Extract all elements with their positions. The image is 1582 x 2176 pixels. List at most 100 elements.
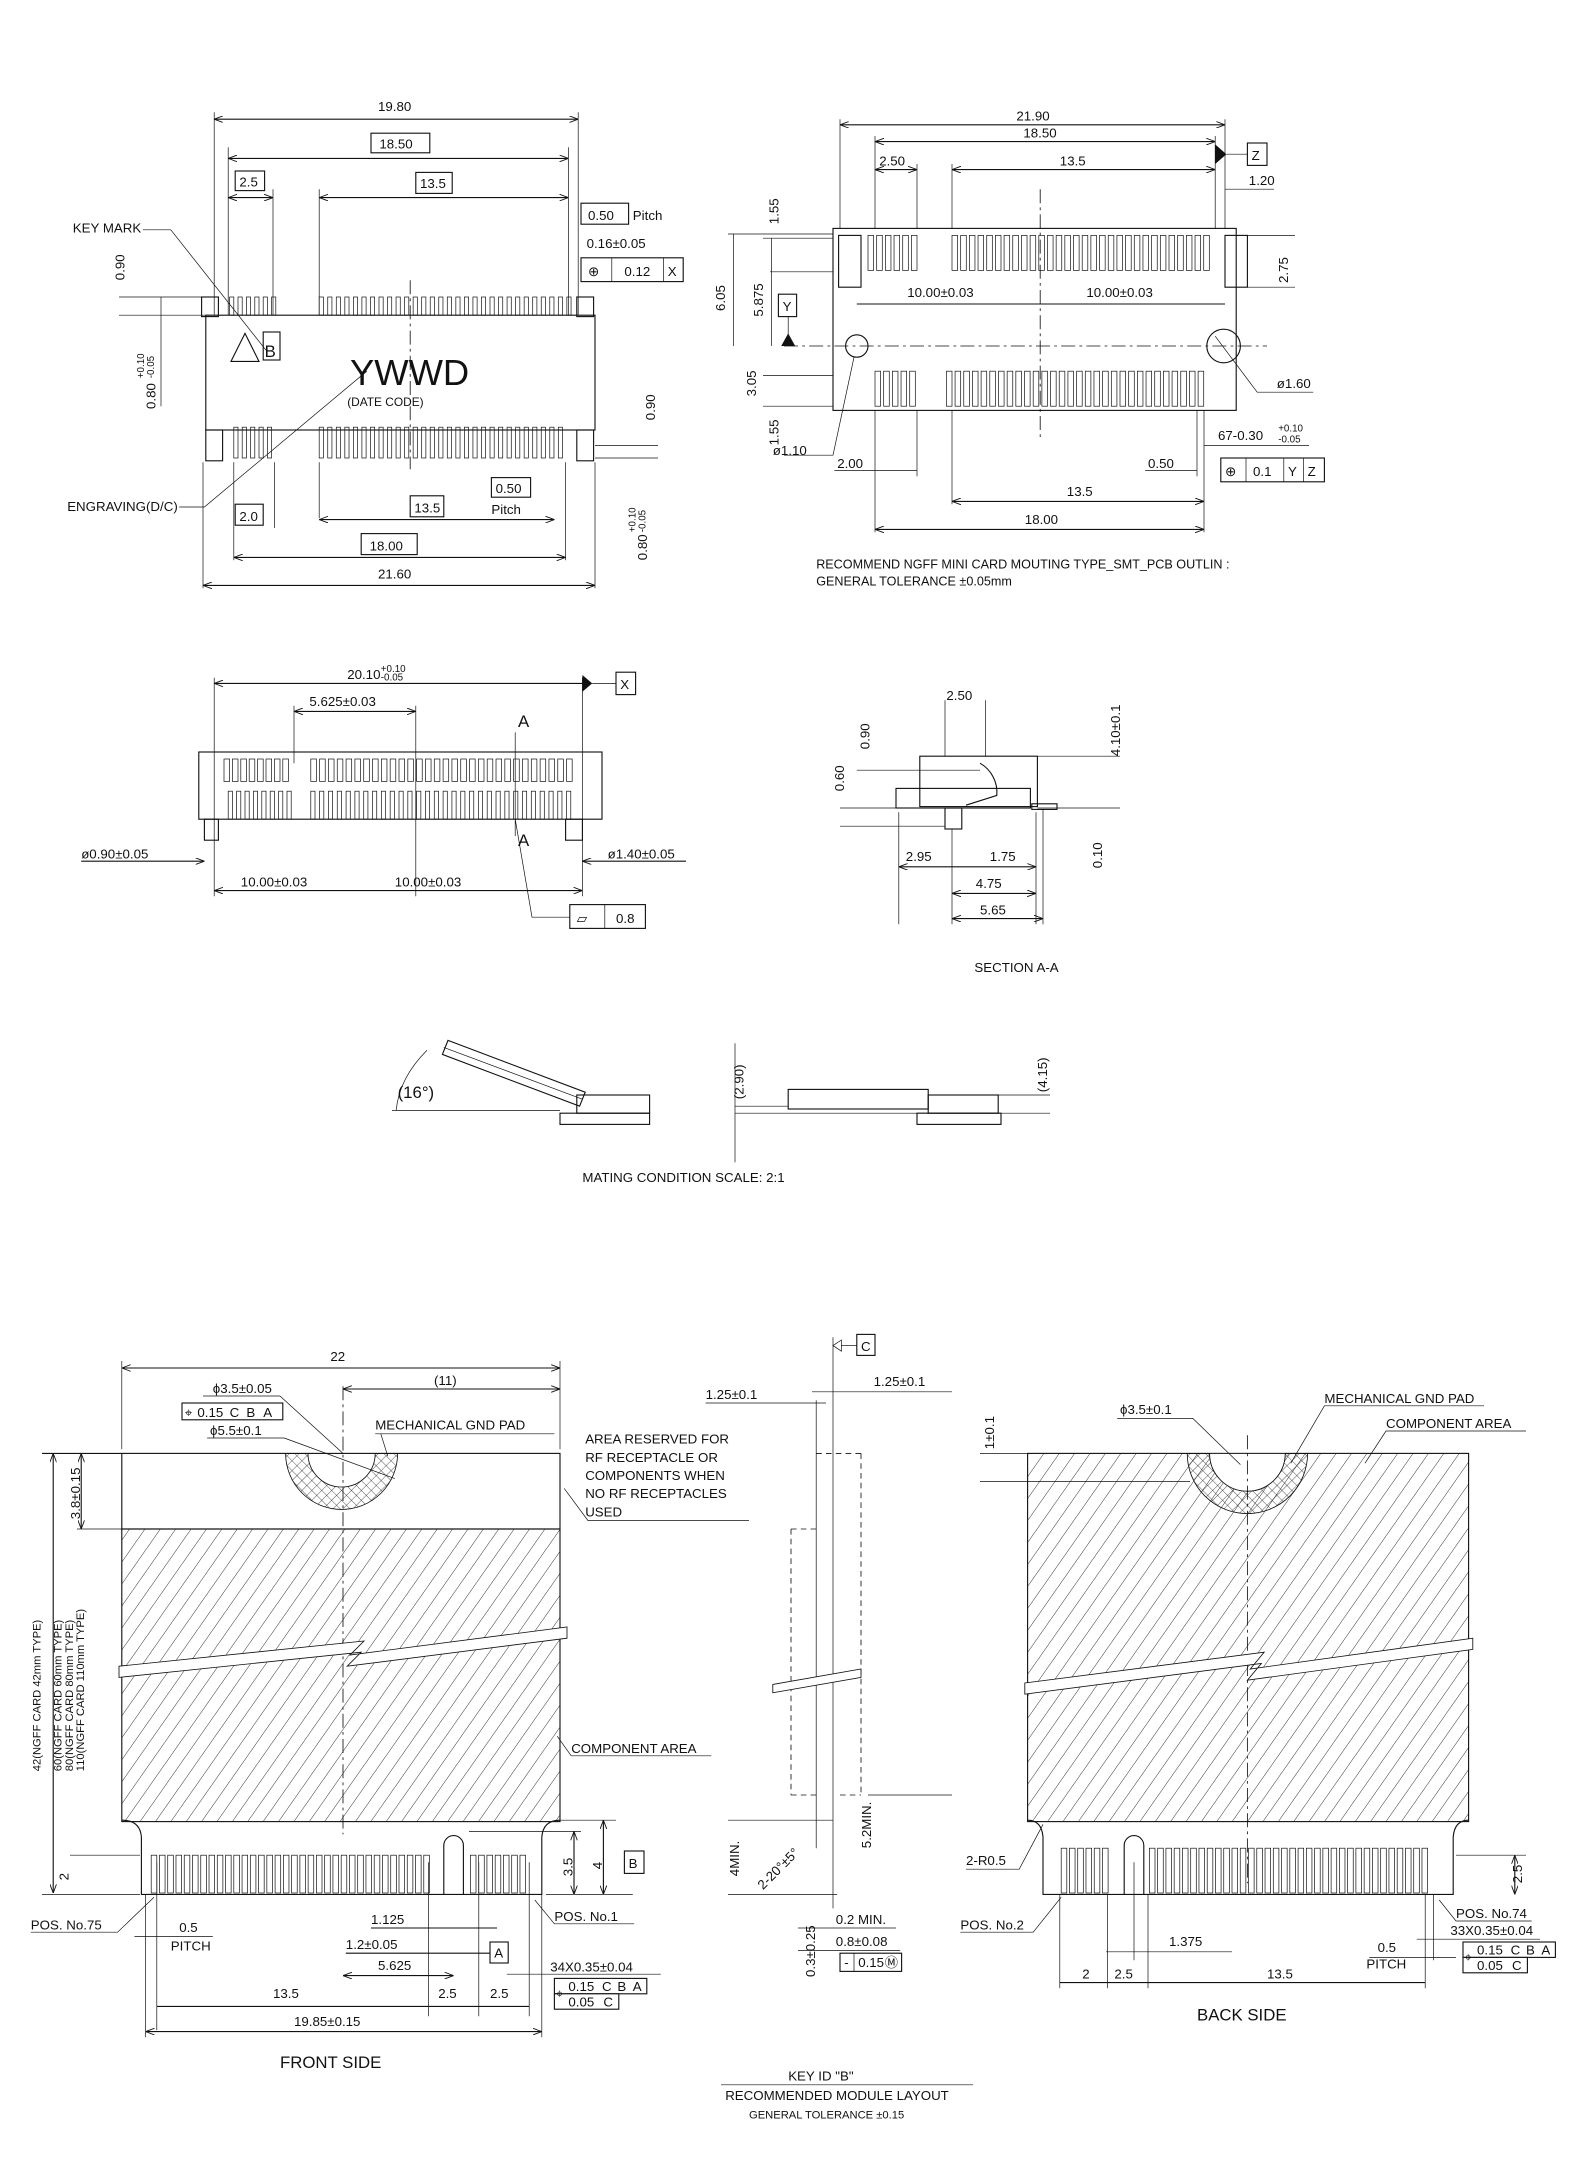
dim-main: 13.5 (420, 176, 446, 191)
edge-finger (1405, 1847, 1412, 1894)
pin (421, 296, 427, 316)
hole-dia: ϕ3.5±0.1 (1120, 1402, 1172, 1417)
pitch-label: PITCH (1366, 1957, 1406, 1972)
dim-main: 13.5 (1060, 153, 1086, 168)
connector-front-view: X 20.10 +0.10 -0.05 5.625±0.03 A A ø0.90… (81, 664, 686, 929)
pin (481, 296, 487, 316)
pad (1203, 235, 1210, 271)
pin (530, 790, 536, 820)
thickness-right: 1.25±0.1 (874, 1374, 926, 1389)
pin (438, 296, 444, 316)
hole-large-label: ø1.60 (1277, 376, 1311, 391)
pad (954, 370, 962, 407)
pin (336, 790, 342, 820)
edge-finger (192, 1854, 199, 1894)
pin (515, 296, 521, 316)
edge-finger (519, 1854, 526, 1894)
dim-35: 3.5 (561, 1858, 576, 1876)
tol-plus: +0.10 (381, 664, 406, 675)
fcf-tolerance: 0.12 (624, 264, 650, 279)
dim-155-top: 1.55 (766, 198, 781, 224)
pad (1137, 370, 1144, 407)
edge-finger (1182, 1847, 1189, 1894)
datum-z: Z (1252, 148, 1260, 163)
pad (1047, 235, 1054, 271)
pin (378, 426, 384, 459)
pin (566, 758, 573, 782)
position-symbol-icon: ⌖ (556, 1986, 564, 2001)
dim-bottom-key: 2.0 (239, 509, 258, 524)
pin (446, 426, 452, 459)
section-mark: A (518, 712, 530, 731)
edge-finger (307, 1854, 315, 1894)
dim-605: 6.05 (713, 285, 728, 311)
hole-small (845, 334, 869, 358)
fcf-datum: B (1526, 1943, 1535, 1958)
datum-b: B (629, 1856, 638, 1871)
dim-bottom-main: 13.5 (1067, 484, 1093, 499)
pin (387, 296, 393, 316)
dim-1: 1±0.1 (982, 1416, 997, 1449)
edge-finger (1396, 1847, 1404, 1894)
pin (442, 758, 450, 782)
pin (433, 790, 439, 820)
position-tolerance-frame: ⌖ 0.15 C B A (181, 1402, 284, 1421)
dim-bottom-span: 18.00 (370, 538, 403, 553)
pin (398, 790, 404, 820)
pos-75: POS. No.75 (31, 1917, 102, 1932)
pin (370, 296, 375, 316)
pin (244, 790, 250, 820)
edge-finger (357, 1854, 364, 1894)
dim-135: 13.5 (1267, 1966, 1293, 1981)
datum-c: C (861, 1339, 871, 1354)
pad-tol-minus: -0.05 (1278, 435, 1301, 446)
pin (336, 758, 344, 782)
layout-tolerance: GENERAL TOLERANCE ±0.15 (749, 2109, 904, 2121)
pad (1186, 235, 1193, 271)
pin (395, 296, 401, 316)
fcf-datum: A (263, 1405, 272, 1420)
pin (335, 296, 341, 316)
pad (1064, 235, 1071, 271)
fcf-datum: C (1511, 1943, 1521, 1958)
section-title: SECTION A-A (974, 960, 1058, 975)
pin (540, 426, 546, 459)
edge-finger (398, 1854, 405, 1894)
pin (254, 296, 260, 316)
edge-finger (324, 1854, 331, 1894)
pin (464, 296, 469, 316)
pin (372, 790, 378, 820)
dim-key-offset: 5.625±0.03 (309, 694, 375, 709)
pad (1084, 370, 1092, 407)
fcf-tolerance: 0.05 (568, 1994, 594, 2009)
edge-finger (1093, 1847, 1101, 1894)
pin (539, 758, 547, 782)
edge-finger (1215, 1847, 1222, 1894)
pin (416, 790, 422, 820)
dim-200: 2.00 (837, 456, 863, 471)
pin (344, 296, 350, 316)
pin (478, 790, 483, 820)
pin (354, 790, 360, 820)
edge-finger (1322, 1847, 1329, 1894)
pad (1177, 235, 1184, 271)
pad (883, 370, 890, 407)
pad (980, 370, 988, 407)
pin (246, 296, 251, 316)
edge-finger (1248, 1847, 1255, 1894)
pin (469, 758, 476, 782)
edge-finger (274, 1854, 282, 1894)
pad (1154, 370, 1161, 407)
pad (1194, 235, 1201, 271)
pin (495, 758, 502, 782)
pcb-outline (832, 227, 1237, 411)
pin (310, 758, 317, 782)
dim-250: 2.50 (946, 688, 972, 703)
pin (404, 296, 410, 316)
dim-120: 1.20 (1249, 173, 1275, 188)
pin (318, 426, 324, 459)
dim-060: 0.60 (832, 765, 847, 791)
edge-finger (1239, 1847, 1247, 1894)
pin (549, 296, 555, 316)
mating-condition-view: (16°) (2.90) (4.15) MATING CONDITION SCA… (392, 1039, 1050, 1185)
